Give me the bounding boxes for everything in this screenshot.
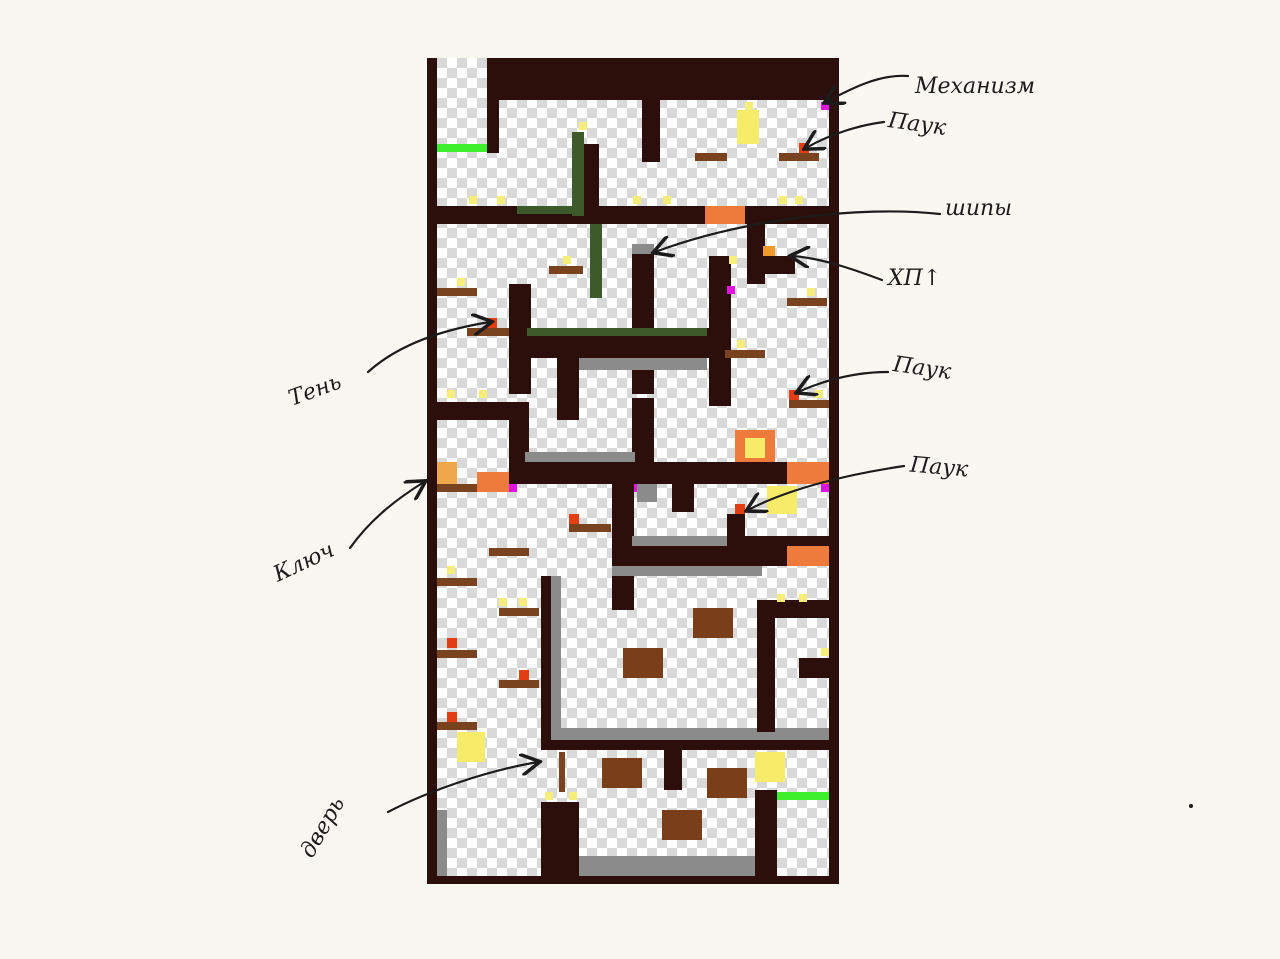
- arrow-spikes: [655, 211, 940, 252]
- arrow-door: [388, 762, 538, 812]
- arrow-spider-low: [748, 466, 904, 510]
- arrow-spider-mid: [798, 372, 888, 392]
- arrow-hp-up: [792, 256, 882, 280]
- arrow-spider-top: [806, 122, 884, 148]
- arrow-shadow: [368, 322, 490, 372]
- stray-dot: [1189, 804, 1193, 808]
- arrow-key: [350, 482, 424, 548]
- arrow-mechanism: [826, 76, 908, 102]
